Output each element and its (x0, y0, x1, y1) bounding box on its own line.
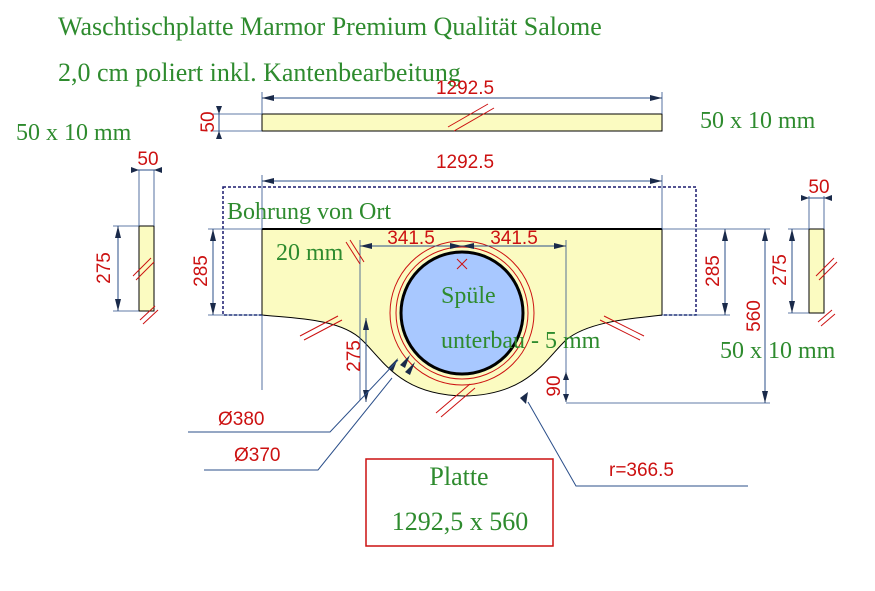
edge-label-bottom-right: 50 x 10 mm (720, 338, 836, 364)
left-side-strip (138, 225, 155, 312)
plate-size: 1292,5 x 560 (392, 507, 529, 536)
bulge-label: 90 (544, 375, 565, 396)
edge-label-top-right: 50 x 10 mm (700, 108, 816, 134)
drill-note: Bohrung von Ort (227, 199, 391, 225)
left-depth-label: 285 (191, 255, 212, 287)
sink-note-line-2: unterbau - 5 mm (441, 328, 601, 354)
sink-note-line-1: Spüle (441, 283, 496, 309)
top-plan-view: 1292.5 341.5 341.5 285 285 560 (191, 152, 770, 418)
center-depth-label: 275 (344, 340, 365, 372)
edge-label-left: 50 x 10 mm (16, 120, 132, 146)
diameter-leaders: Ø380 Ø370 r=366.5 (188, 359, 748, 487)
plate-label: Platte (429, 462, 488, 491)
top-thickness-label: 50 (198, 111, 219, 132)
right-side-strip (808, 228, 825, 314)
title-line-2: 2,0 cm poliert inkl. Kantenbearbeitung (58, 58, 461, 87)
title-line-1: Waschtischplatte Marmor Premium Qualität… (58, 12, 602, 41)
plan-width-label: 1292.5 (436, 152, 494, 173)
front-edge-strip (261, 113, 663, 132)
right-half-label: 341.5 (490, 228, 538, 249)
front-edge-view: 1292.5 50 (198, 78, 663, 139)
total-depth-label: 560 (744, 300, 765, 332)
left-strip-width-label: 50 (137, 149, 158, 170)
plate-size-frame (365, 458, 554, 547)
right-side-strip-view: 50 275 (770, 177, 838, 327)
radius-label: r=366.5 (609, 460, 674, 481)
top-width-label: 1292.5 (436, 78, 494, 99)
outer-diameter-label: Ø380 (218, 409, 264, 430)
sink-middle-circle (395, 246, 529, 380)
plate-size-box: Platte 1292,5 x 560 (365, 458, 554, 547)
inner-diameter-label: Ø370 (234, 445, 280, 466)
right-depth-label: 285 (703, 255, 724, 287)
left-side-strip-view: 50 275 (94, 149, 162, 325)
sink-basin (399, 250, 525, 376)
sink-outer-circle (389, 240, 535, 386)
left-strip-height-label: 275 (94, 252, 115, 284)
left-half-label: 341.5 (387, 228, 435, 249)
right-strip-width-label: 50 (808, 177, 829, 198)
right-strip-height-label: 275 (770, 254, 791, 286)
drill-size-note: 20 mm (276, 240, 344, 266)
